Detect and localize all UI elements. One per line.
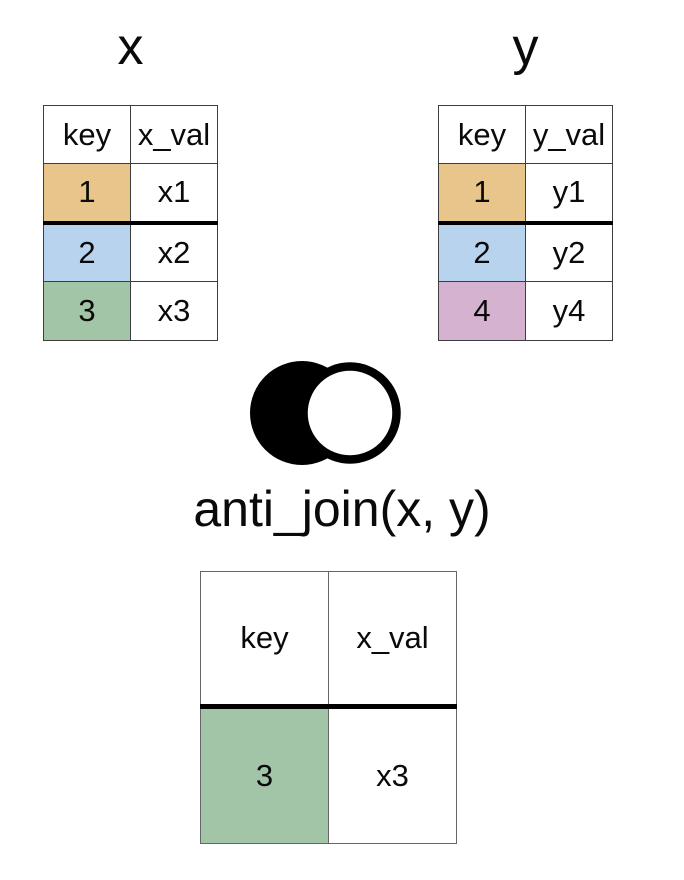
table-y-row-3: 4 y4: [438, 281, 613, 341]
result-header-xval: x_val: [328, 571, 457, 709]
table-y-row-1: 1 y1: [438, 163, 613, 225]
table-y-row-2: 2 y2: [438, 222, 613, 282]
table-x-row-1: 1 x1: [43, 163, 218, 225]
venn-right-circle: [299, 362, 401, 464]
table-x-cell-key-3: 3: [43, 281, 131, 341]
table-x-cell-val-3: x3: [130, 281, 218, 341]
table-x-row-3: 3 x3: [43, 281, 218, 341]
table-y-cell-key-1: 1: [438, 163, 526, 225]
table-y-cell-key-3: 4: [438, 281, 526, 341]
table-y-header-yval: y_val: [525, 105, 613, 164]
operation-label: anti_join(x, y): [193, 481, 491, 537]
table-y-header-row: key y_val: [438, 105, 613, 164]
table-y-header-key: key: [438, 105, 526, 164]
table-x-cell-key-1: 1: [43, 163, 131, 225]
table-y-cell-val-1: y1: [525, 163, 613, 225]
table-y-cell-key-2: 2: [438, 222, 526, 282]
result-cell-key-1: 3: [200, 706, 329, 844]
table-x: key x_val 1 x1 2 x2 3 x3: [43, 105, 218, 341]
right-table-title: y: [512, 18, 539, 76]
result-header-row: key x_val: [200, 571, 457, 709]
result-header-key: key: [200, 571, 329, 709]
table-x-cell-val-2: x2: [130, 222, 218, 282]
table-y-cell-val-3: y4: [525, 281, 613, 341]
table-x-header-row: key x_val: [43, 105, 218, 164]
table-y-cell-val-2: y2: [525, 222, 613, 282]
anti-join-venn-icon: [250, 361, 401, 465]
table-x-header-xval: x_val: [130, 105, 218, 164]
table-x-row-2: 2 x2: [43, 222, 218, 282]
result-row-1: 3 x3: [200, 706, 457, 844]
left-table-title: x: [117, 18, 144, 76]
result-cell-val-1: x3: [328, 706, 457, 844]
table-x-cell-val-1: x1: [130, 163, 218, 225]
result-table: key x_val 3 x3: [200, 571, 457, 844]
table-y: key y_val 1 y1 2 y2 4 y4: [438, 105, 613, 341]
table-x-cell-key-2: 2: [43, 222, 131, 282]
table-x-header-key: key: [43, 105, 131, 164]
